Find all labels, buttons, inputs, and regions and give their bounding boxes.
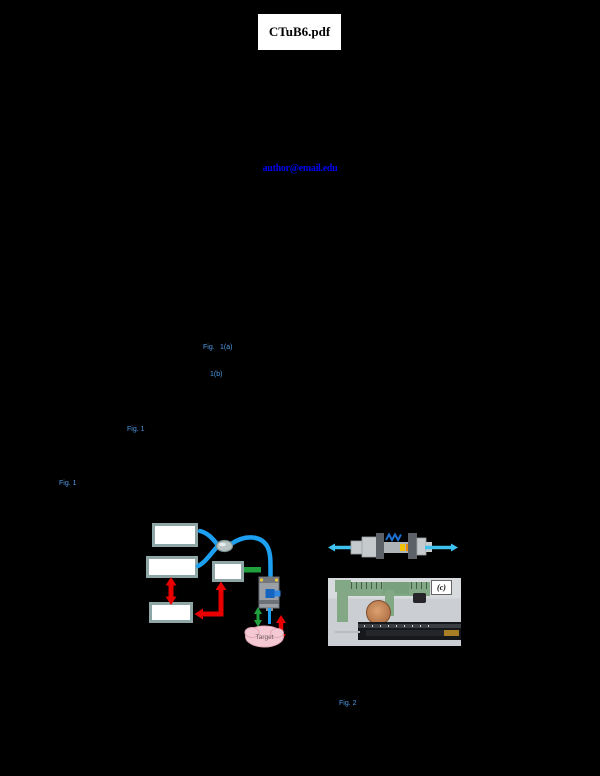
probe-needle: [335, 631, 360, 633]
red-double-arrow-left: [165, 577, 177, 605]
caliper-thumb-screw: [413, 593, 426, 603]
inline-link-fig1-a[interactable]: Fig. 1: [127, 426, 145, 433]
probe-cable: [444, 630, 459, 636]
probe-body: [366, 630, 454, 636]
diagram-box-top-left: [152, 523, 198, 547]
caliper-jaw-right: [385, 590, 394, 616]
author-email-link[interactable]: author@email.edu: [262, 163, 338, 174]
diagram-box-bottom: [149, 602, 193, 623]
inline-link-1b[interactable]: 1(b): [210, 371, 223, 378]
schematic-spring: [385, 532, 402, 543]
probe-screw-left: [259, 578, 264, 582]
coin: [366, 600, 391, 625]
inline-link-fig[interactable]: Fig.: [203, 344, 215, 351]
green-double-arrow: [254, 607, 262, 627]
green-connector: [244, 567, 261, 573]
photo-panel-label: (c): [431, 580, 452, 595]
probe-rail-screws: [364, 625, 434, 627]
red-elbow-arrow: [194, 581, 227, 620]
fiber-splitter-diagram: Target: [165, 528, 286, 648]
schematic-plate-left: [376, 533, 384, 559]
schematic-plate-right: [408, 533, 417, 559]
schematic-ferrule-left: [350, 540, 364, 555]
inline-link-fig2[interactable]: Fig. 2: [339, 700, 357, 707]
fiber-coupler-highlight: [219, 542, 226, 547]
probe-transducer: [265, 589, 275, 598]
probe-screw-right: [274, 578, 279, 582]
red-double-arrow-target: [276, 615, 286, 642]
inline-link-fig1-b[interactable]: Fig. 1: [59, 480, 77, 487]
target-label: Target: [255, 634, 273, 641]
probe-assembly: [358, 622, 461, 640]
figure-photo: (c): [328, 578, 461, 646]
fiber-coupler: [215, 539, 234, 553]
fiber-curve-top: [197, 528, 220, 547]
filename-label: CTuB6.pdf: [258, 14, 341, 50]
diagram-box-center: [212, 561, 244, 582]
probe-device: [258, 576, 281, 611]
diagram-box-middle-left: [146, 556, 198, 578]
schematic-element-yellow: [400, 544, 405, 551]
inline-link-1a[interactable]: 1(a): [220, 344, 233, 351]
schematic-ferrule-right: [416, 537, 427, 556]
target-blob: Target: [244, 625, 284, 648]
probe-schematic: [328, 532, 458, 559]
caliper-jaw-left: [337, 588, 348, 622]
schematic-element-orange: [406, 544, 411, 551]
